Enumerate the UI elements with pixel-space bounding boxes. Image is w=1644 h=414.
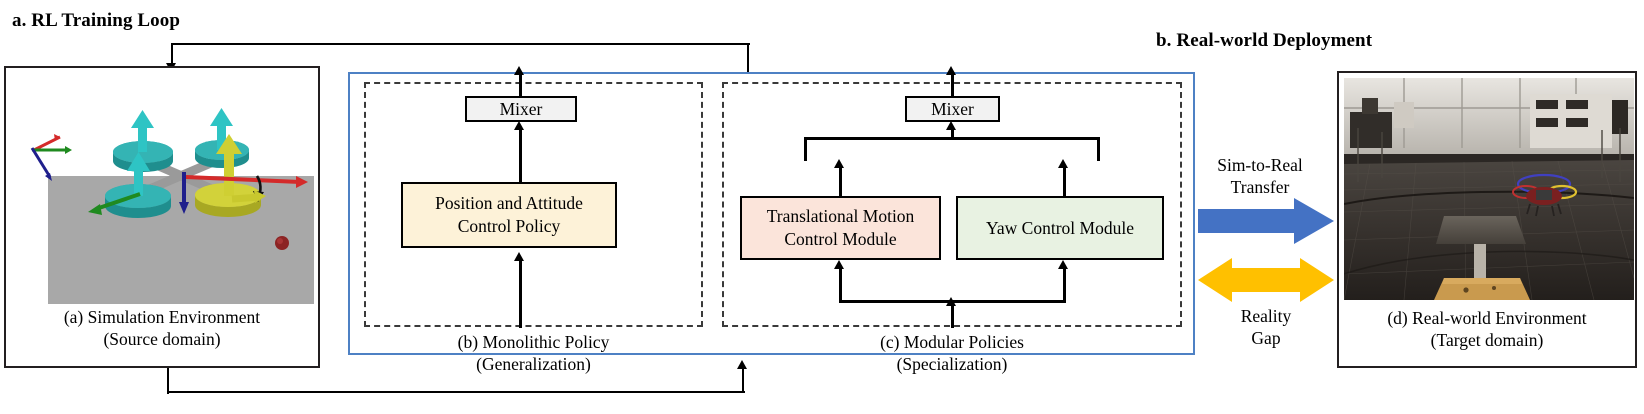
translational-module-input-arrowhead-icon [834, 260, 844, 269]
caption-line-1: (c) Modular Policies [880, 332, 1024, 352]
real-world-photo-svg [1344, 78, 1634, 300]
section-heading-real-world-deployment: b. Real-world Deployment [1156, 30, 1373, 51]
caption-line-2: (Generalization) [476, 354, 591, 375]
caption-line-1: (d) Real-world Environment [1387, 308, 1587, 328]
monolithic-mixer-label: Mixer [499, 98, 543, 119]
modular-merge-bracket-horizontal [804, 137, 1100, 140]
translational-label-line-2: Control Module [784, 229, 897, 249]
translational-module-input-line [839, 266, 842, 288]
modular-mixer-input-stem [951, 127, 954, 139]
sim-to-real-transfer-arrow-icon [1198, 198, 1334, 244]
monolithic-mixer-block[interactable]: Mixer [465, 96, 577, 122]
yaw-label: Yaw Control Module [986, 217, 1134, 238]
simulation-environment-panel: (a) Simulation Environment (Source domai… [4, 66, 320, 368]
yaw-module-input-line [1063, 266, 1066, 288]
translational-module-output-arrowhead-icon [834, 159, 844, 168]
feedback-top-left-drop [171, 43, 174, 65]
yaw-rotation-arrow-icon [231, 175, 266, 203]
caption-line-2: (Source domain) [103, 329, 221, 350]
reality-gap-label: Reality Gap [1206, 306, 1326, 350]
caption-line-2: (Specialization) [896, 354, 1008, 375]
caption-line-1: (b) Monolithic Policy [457, 332, 610, 352]
caption-line-2: (Target domain) [1430, 330, 1544, 351]
policy-label-line-1: Position and Attitude [435, 193, 583, 214]
modular-observation-input-line [951, 303, 954, 328]
modular-observation-input-arrowhead-icon [946, 297, 956, 306]
section-heading-rl-training-loop: a. RL Training Loop [12, 10, 181, 31]
modular-mixer-block[interactable]: Mixer [905, 96, 1000, 122]
translational-motion-control-module-block[interactable]: Translational Motion Control Module [740, 196, 941, 260]
monolithic-policy-dashed-box [364, 82, 703, 327]
feedback-top-horizontal [172, 43, 750, 46]
yaw-module-output-line [1063, 165, 1066, 196]
quadrotor-drone [1512, 173, 1578, 217]
modular-merge-bracket-left-leg [804, 137, 807, 161]
body-frame-axes-icon [88, 172, 308, 215]
feedback-bottom-right-riser [742, 368, 745, 393]
yaw-module-input-arrowhead-icon [1058, 260, 1068, 269]
monolithic-policy-caption: (b) Monolithic Policy (Generalization) [364, 331, 703, 376]
monolithic-policy-to-mixer-line [519, 127, 522, 183]
sim-to-real-transfer-label: Sim-to-Real Transfer [1200, 155, 1320, 199]
real-world-environment-caption: (d) Real-world Environment (Target domai… [1339, 307, 1635, 352]
modular-merge-bracket-right-leg [1097, 137, 1100, 161]
simulation-render [10, 72, 314, 304]
world-frame-axes-icon [30, 134, 72, 181]
simulation-environment-caption: (a) Simulation Environment (Source domai… [6, 306, 318, 351]
feedback-bottom-left-drop [167, 368, 170, 394]
real-world-environment-panel: (d) Real-world Environment (Target domai… [1337, 71, 1637, 368]
modular-policies-caption: (c) Modular Policies (Specialization) [722, 331, 1182, 376]
label-line-2: Transfer [1230, 176, 1290, 197]
feedback-top-right-riser [747, 43, 750, 73]
modular-mixer-output-arrowhead-icon [946, 66, 956, 75]
reality-gap-arrow-icon [1198, 258, 1334, 302]
simulation-ground-plane [48, 176, 314, 304]
policy-label-line-2: Control Policy [457, 216, 561, 236]
position-attitude-control-policy-block[interactable]: Position and Attitude Control Policy [401, 182, 617, 248]
real-world-photo [1344, 78, 1634, 300]
modular-split-bracket-right-leg [1063, 288, 1066, 301]
modular-mixer-input-arrowhead-icon [946, 121, 956, 130]
modular-mixer-label: Mixer [931, 98, 974, 119]
modular-mixer-output-line [951, 72, 954, 96]
monolithic-policy-input-arrowhead-icon [514, 252, 524, 261]
monolithic-mixer-output-arrowhead-icon [514, 66, 524, 75]
monolithic-policy-to-mixer-arrowhead-icon [514, 121, 524, 130]
modular-split-bracket-left-leg [839, 288, 842, 301]
label-line-1: Sim-to-Real [1217, 155, 1303, 175]
landing-platform [1436, 216, 1526, 244]
label-line-2: Gap [1251, 327, 1281, 348]
translational-label-line-1: Translational Motion [766, 206, 915, 227]
yaw-module-output-arrowhead-icon [1058, 159, 1068, 168]
yaw-control-module-block[interactable]: Yaw Control Module [956, 196, 1164, 260]
feedback-bottom-horizontal [167, 391, 745, 394]
label-line-1: Reality [1240, 306, 1292, 326]
quadrotor-scene-svg [30, 108, 308, 250]
translational-module-output-line [839, 165, 842, 196]
monolithic-policy-input-line [519, 258, 522, 328]
caption-line-1: (a) Simulation Environment [63, 307, 261, 327]
monolithic-mixer-output-line [519, 72, 522, 96]
thrust-arrows-icon [127, 108, 242, 196]
feedback-bottom-arrowhead-icon [737, 360, 747, 369]
